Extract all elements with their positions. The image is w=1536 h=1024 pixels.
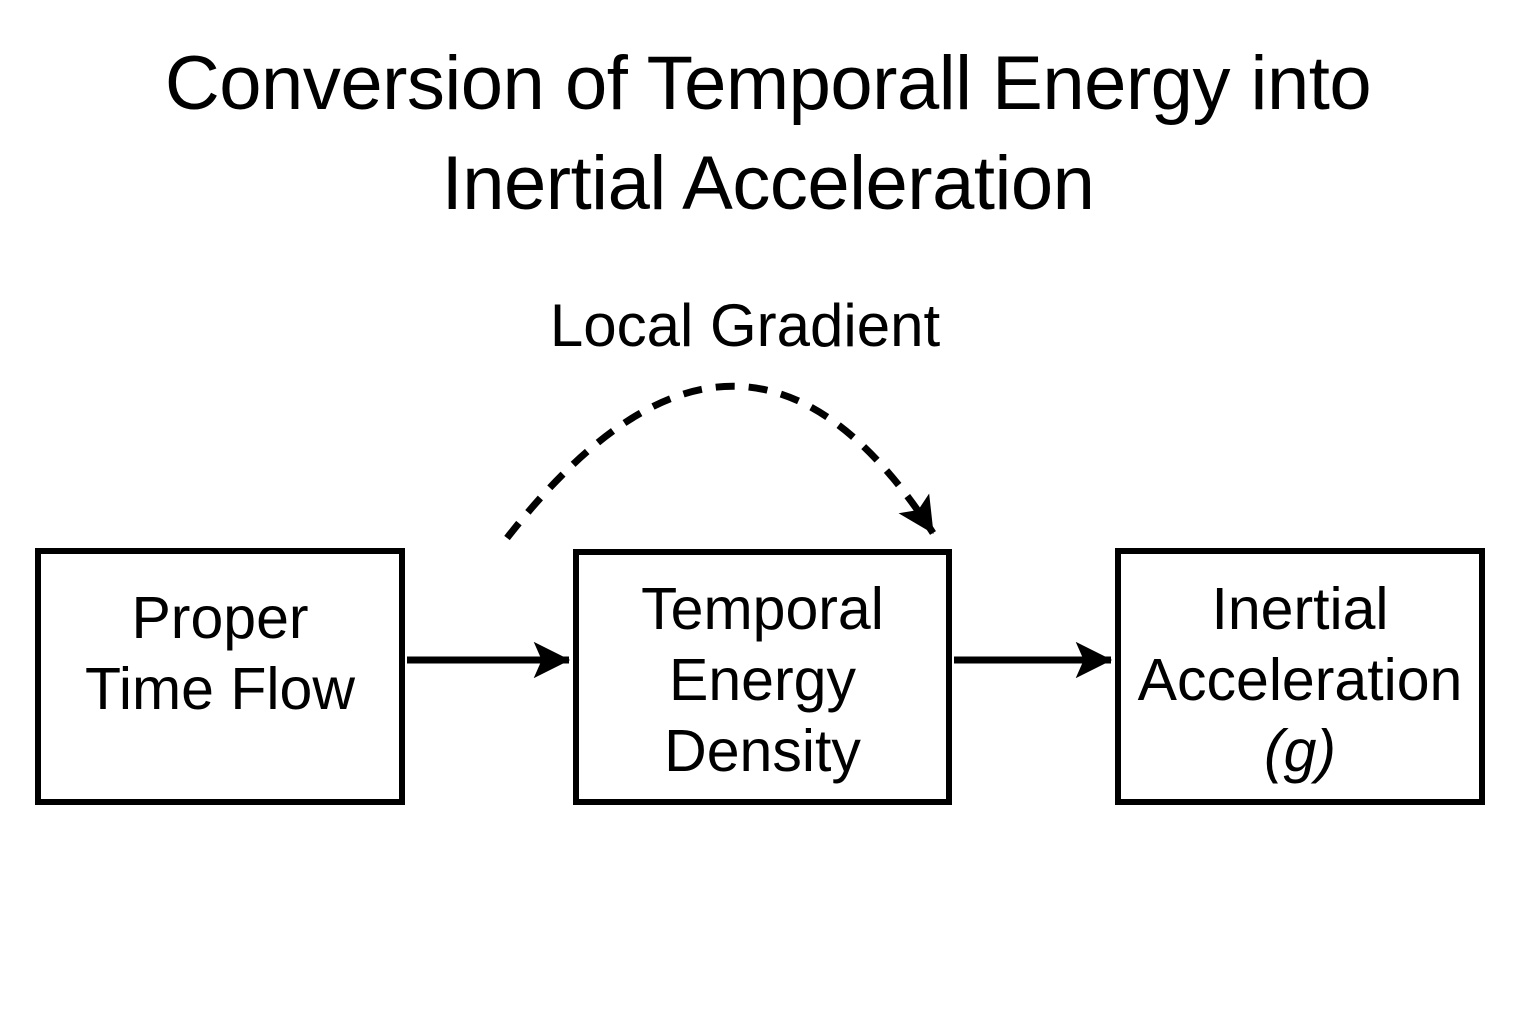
node-text-line: Time Flow [85, 655, 355, 722]
node-inertial-acceleration-text: Inertial Acceleration (g) [1138, 574, 1463, 787]
node-text-line: Inertial [1211, 576, 1389, 642]
title-line-2: Inertial Acceleration [441, 141, 1095, 226]
diagram-title: Conversion of Temporall Energy into Iner… [0, 34, 1536, 234]
node-text-line: Proper [131, 584, 309, 651]
node-temporal-energy-density: Temporal Energy Density [573, 549, 952, 805]
node-proper-time-flow-text: Proper Time Flow [85, 583, 355, 725]
node-text-line: Density [664, 717, 861, 784]
node-text-line-g-symbol: (g) [1263, 718, 1337, 784]
node-text-line: Acceleration [1137, 647, 1463, 713]
dashed-arc-local-gradient [504, 382, 936, 541]
title-line-1: Conversion of Temporall Energy into [164, 41, 1372, 126]
node-proper-time-flow: Proper Time Flow [35, 548, 405, 805]
node-inertial-acceleration: Inertial Acceleration (g) [1115, 548, 1485, 805]
node-temporal-energy-density-text: Temporal Energy Density [641, 574, 884, 787]
node-text-line: Temporal [641, 575, 884, 642]
node-text-line: Energy [669, 646, 856, 713]
curved-arrow-label: Local Gradient [549, 292, 941, 359]
